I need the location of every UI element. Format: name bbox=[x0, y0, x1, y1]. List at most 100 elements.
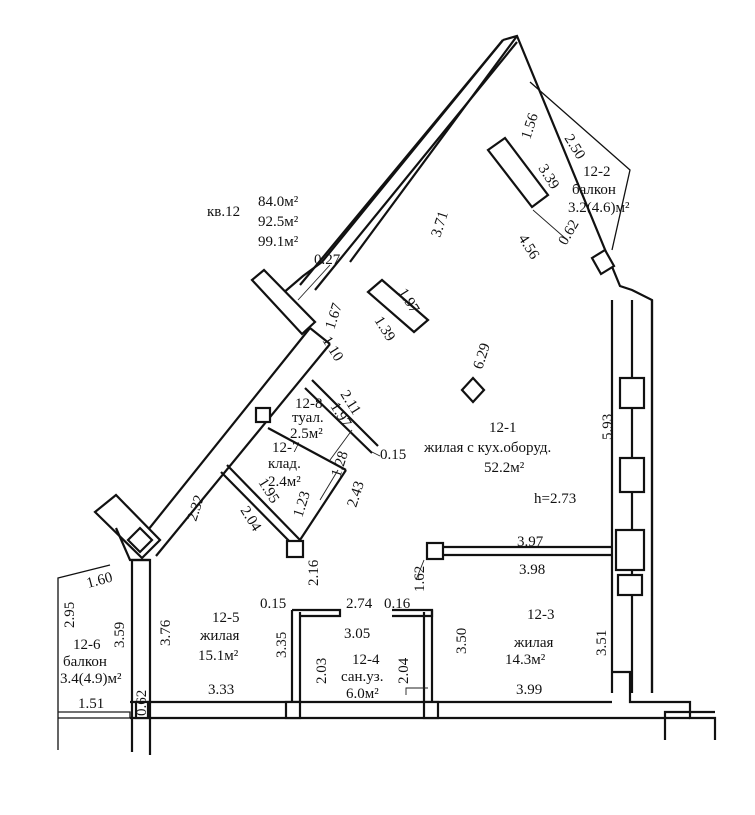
wall-ne-diagonal-inner bbox=[274, 39, 504, 301]
room-12-3-type: жилая bbox=[513, 635, 554, 651]
wall-sw-cap bbox=[309, 327, 331, 345]
dim-3-35: 3.35 bbox=[274, 632, 290, 658]
column-west-1 bbox=[254, 406, 272, 424]
column-partition-3-97 bbox=[425, 541, 445, 561]
apartment-area-3: 99.1м² bbox=[258, 234, 299, 250]
room-12-6-area: 3.4(4.9)м² bbox=[60, 671, 122, 687]
dim-1-23: 1.23 bbox=[291, 489, 314, 519]
apartment-area-2: 92.5м² bbox=[258, 214, 299, 230]
window-pier-3 bbox=[614, 528, 646, 572]
dim-6-29: 6.29 bbox=[471, 341, 494, 371]
room-12-6-type: балкон bbox=[63, 654, 107, 670]
dim-2-16: 2.16 bbox=[306, 559, 322, 586]
partition-12-4-top-right bbox=[392, 608, 434, 618]
balcony-12-6-bottom bbox=[58, 711, 131, 719]
dim-2-95: 2.95 bbox=[62, 602, 78, 628]
room-12-5-num: 12-5 bbox=[212, 610, 240, 626]
dim-3-33: 3.33 bbox=[208, 682, 234, 698]
room-12-2-area: 3.2(4.6)м² bbox=[568, 200, 630, 216]
partition-12-4-top-left bbox=[292, 608, 342, 618]
room-12-1-type: жилая с кух.оборуд. bbox=[423, 440, 551, 456]
ceiling-height: h=2.73 bbox=[534, 491, 576, 507]
dim-0-15-b: 0.15 bbox=[260, 596, 286, 612]
wall-west-column bbox=[130, 558, 152, 755]
dim-1-60: 1.60 bbox=[85, 570, 114, 592]
vent-block-1-97 bbox=[366, 278, 430, 334]
room-12-1-area: 52.2м² bbox=[484, 460, 525, 476]
vent-block-ne bbox=[486, 136, 550, 209]
wall-west-pilaster-lower bbox=[114, 527, 150, 562]
leader-0-27 bbox=[297, 264, 331, 301]
dim-1-39: 1.39 bbox=[371, 314, 398, 345]
wall-sw-diagonal-outer bbox=[139, 327, 311, 541]
pier-south-2 bbox=[422, 700, 440, 720]
dim-3-05: 3.05 bbox=[344, 626, 370, 642]
door-mark-1-62 bbox=[415, 559, 425, 581]
dim-0-62-ne: 0.62 bbox=[556, 217, 583, 248]
partition-12-7-12-8 bbox=[267, 427, 347, 471]
dim-1-62: 1.62 bbox=[412, 566, 428, 592]
door-12-8 bbox=[329, 429, 353, 461]
room-12-7-num: 12-7 bbox=[272, 440, 300, 456]
room-12-4-area: 6.0м² bbox=[346, 686, 379, 702]
room-12-2-num: 12-2 bbox=[583, 164, 611, 180]
dim-2-04-a: 2.04 bbox=[237, 504, 265, 535]
dim-3-98: 3.98 bbox=[519, 562, 545, 578]
partition-12-8-top bbox=[311, 379, 379, 447]
dim-1-67: 1.67 bbox=[323, 301, 346, 331]
dim-4-56: 4.56 bbox=[515, 232, 543, 263]
balcony-12-6-outline bbox=[57, 564, 111, 750]
dim-1-51: 1.51 bbox=[78, 696, 104, 712]
room-12-4-num: 12-4 bbox=[352, 652, 380, 668]
apartment-label: кв.12 bbox=[207, 204, 240, 220]
room-12-8-num: 12-8 bbox=[295, 396, 323, 412]
dimension-leaders bbox=[58, 209, 566, 713]
dim-0-27: 0.27 bbox=[314, 252, 341, 268]
dim-1-56: 1.56 bbox=[519, 111, 542, 141]
dim-3-71: 3.71 bbox=[429, 209, 452, 239]
ne-pier bbox=[590, 248, 616, 276]
center-column bbox=[460, 376, 486, 404]
dim-2-32: 2.32 bbox=[185, 493, 208, 523]
window-pier-2 bbox=[618, 456, 646, 494]
wall-south-east-corner bbox=[663, 710, 715, 740]
column-sw-pilaster bbox=[126, 526, 154, 554]
room-12-3-num: 12-3 bbox=[527, 607, 555, 623]
wall-south-east-step bbox=[612, 670, 717, 740]
partition-12-7-bottom bbox=[226, 464, 301, 541]
dim-2-03: 2.03 bbox=[314, 658, 330, 684]
room-12-5-area: 15.1м² bbox=[198, 648, 239, 664]
room-12-3-area: 14.3м² bbox=[505, 652, 546, 668]
dim-3-59: 3.59 bbox=[112, 622, 128, 648]
dim-2-43: 2.43 bbox=[345, 479, 368, 509]
room-12-7-area: 2.4м² bbox=[268, 474, 301, 490]
room-12-1-num: 12-1 bbox=[489, 420, 517, 436]
dim-2-74: 2.74 bbox=[346, 596, 373, 612]
dim-3-97: 3.97 bbox=[517, 534, 544, 550]
room-12-6-num: 12-6 bbox=[73, 637, 101, 653]
door-swing-12-4 bbox=[405, 687, 428, 695]
dim-3-51: 3.51 bbox=[594, 630, 610, 656]
room-12-4-type: сан.уз. bbox=[341, 669, 383, 685]
dim-0-15-a: 0.15 bbox=[380, 447, 406, 463]
window-pier-1 bbox=[618, 376, 646, 410]
room-12-5-type: жилая bbox=[199, 628, 240, 644]
partitions bbox=[126, 136, 646, 720]
partition-12-7-bottom-b bbox=[220, 471, 295, 547]
window-pier-4 bbox=[616, 573, 644, 597]
wall-stub-0-27 bbox=[250, 268, 317, 336]
dim-3-76: 3.76 bbox=[158, 619, 174, 646]
dim-2-50: 2.50 bbox=[561, 132, 588, 163]
wall-west-diagonal-b bbox=[314, 41, 518, 291]
leader-4-56 bbox=[532, 209, 566, 239]
door-12-7 bbox=[319, 469, 339, 501]
dim-3-99: 3.99 bbox=[516, 682, 542, 698]
balcony-12-2-outline bbox=[529, 81, 631, 251]
wall-sw-diagonal-inner bbox=[155, 343, 331, 557]
walls bbox=[57, 34, 717, 755]
dim-0-16: 0.16 bbox=[384, 596, 411, 612]
dim-2-04-b: 2.04 bbox=[396, 657, 412, 684]
wall-ne-top-inner bbox=[349, 35, 518, 263]
wall-west-diagonal-a bbox=[299, 39, 504, 286]
